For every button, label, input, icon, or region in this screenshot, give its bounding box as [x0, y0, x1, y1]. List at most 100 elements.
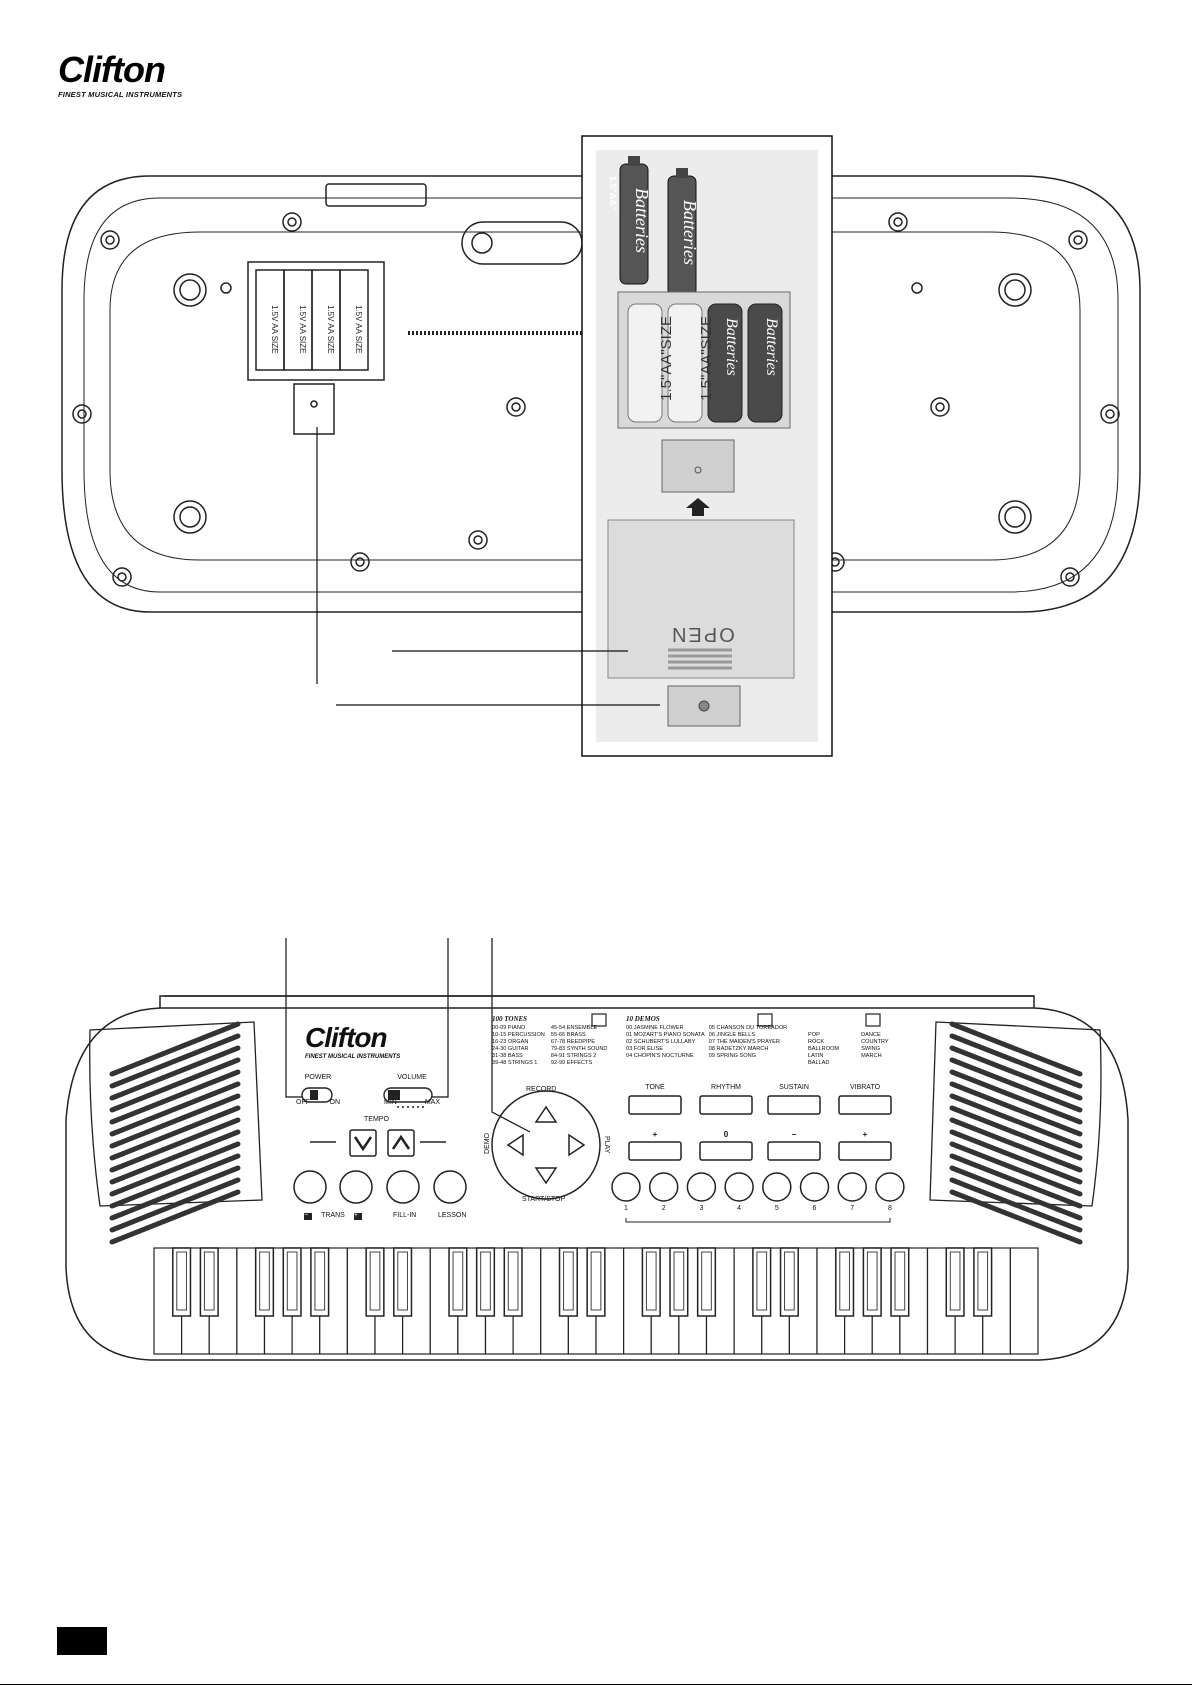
- black-key[interactable]: [365, 1247, 385, 1317]
- black-key[interactable]: [835, 1247, 855, 1317]
- black-key-highlight: [480, 1251, 491, 1311]
- brand-logo-wordmark: Clifton: [58, 49, 166, 90]
- compartment-label: 1.5"AA"SIZE: [658, 316, 675, 401]
- demo-button[interactable]: [506, 1133, 526, 1157]
- numeric-button-4[interactable]: [725, 1173, 753, 1201]
- list-entry: 05 CHANSON DU TOREADOR: [708, 1025, 788, 1031]
- function-button-vibrato[interactable]: [839, 1096, 891, 1114]
- black-key[interactable]: [310, 1247, 330, 1317]
- numeric-button-label: 3: [699, 1205, 704, 1212]
- white-key[interactable]: [1009, 1247, 1039, 1355]
- black-key[interactable]: [172, 1247, 192, 1317]
- black-key[interactable]: [779, 1247, 799, 1317]
- function-button-shape: [767, 1141, 821, 1161]
- function-sign-button[interactable]: [700, 1142, 752, 1160]
- lesson-label: LESSON: [438, 1212, 467, 1219]
- slot-label: 1.5V AA SIZE: [298, 305, 307, 353]
- numeric-button-7[interactable]: [838, 1173, 866, 1201]
- list-entry: ROCK: [808, 1039, 825, 1045]
- keyboard-panel-figure: [65, 938, 1129, 1361]
- black-key[interactable]: [586, 1247, 606, 1317]
- function-button-sustain[interactable]: [768, 1096, 820, 1114]
- list-entry: 09 SPRING SONG: [708, 1053, 757, 1059]
- function-sign-label: +: [862, 1130, 868, 1139]
- black-key-highlight: [452, 1251, 464, 1311]
- numeric-button-shape: [686, 1172, 717, 1202]
- tempo-up-button[interactable]: [388, 1130, 414, 1156]
- play-button[interactable]: [566, 1133, 586, 1157]
- black-key[interactable]: [752, 1247, 772, 1317]
- power-switch[interactable]: POWER OFF ON: [296, 1074, 340, 1106]
- function-button-shape: [838, 1141, 892, 1161]
- list-entry: BALLROOM: [808, 1046, 840, 1052]
- speaker-slat: [949, 1093, 1083, 1149]
- black-key[interactable]: [475, 1247, 496, 1317]
- black-key[interactable]: [696, 1247, 717, 1317]
- speaker-slat: [109, 1153, 241, 1209]
- black-key-highlight: [286, 1251, 298, 1311]
- speaker-slat: [949, 1141, 1083, 1197]
- trans-plus-button[interactable]: [340, 1171, 372, 1203]
- function-sign-button[interactable]: [839, 1142, 891, 1160]
- list-entry: 04 CHOPIN'S NOCTURNE: [626, 1053, 694, 1059]
- numeric-button-6[interactable]: [801, 1173, 829, 1201]
- numeric-button-shape: [799, 1172, 830, 1202]
- black-key[interactable]: [254, 1247, 275, 1317]
- black-key[interactable]: [973, 1247, 993, 1317]
- numeric-button-label: 7: [850, 1205, 855, 1212]
- black-key[interactable]: [558, 1247, 578, 1317]
- numeric-button-1[interactable]: [612, 1173, 640, 1201]
- record-button[interactable]: [534, 1105, 558, 1125]
- trans-minus-sign: −: [304, 1212, 309, 1219]
- black-key[interactable]: [282, 1247, 302, 1317]
- start-stop-button[interactable]: [534, 1166, 558, 1186]
- function-button-rhythm[interactable]: [700, 1096, 752, 1114]
- volume-max-label: MAX: [424, 1099, 440, 1106]
- black-key-highlight: [590, 1251, 602, 1311]
- list-entry: 08 RADETZKY MARCH: [708, 1046, 769, 1052]
- numeric-button-5[interactable]: [763, 1173, 791, 1201]
- list-entry: 31-38 BASS: [492, 1053, 523, 1059]
- dpad-record-label: RECORD: [526, 1086, 557, 1093]
- numeric-button-shape: [875, 1172, 905, 1202]
- fill-in-button[interactable]: [387, 1171, 419, 1203]
- list-entry: 06 JINGLE BELLS: [708, 1032, 756, 1038]
- black-key[interactable]: [669, 1247, 689, 1317]
- function-sign-label: +: [652, 1130, 658, 1139]
- black-key[interactable]: [503, 1247, 523, 1317]
- speaker-slat: [109, 1105, 241, 1161]
- black-key[interactable]: [393, 1247, 413, 1317]
- speaker-slat: [109, 1069, 241, 1125]
- volume-label: VOLUME: [397, 1074, 427, 1081]
- speaker-slat: [949, 1081, 1083, 1137]
- tempo-down-button[interactable]: [350, 1130, 376, 1156]
- black-key-highlight: [369, 1251, 381, 1311]
- trans-minus-button[interactable]: [294, 1171, 326, 1203]
- black-key[interactable]: [641, 1247, 661, 1317]
- function-button-label: SUSTAIN: [779, 1084, 809, 1091]
- black-key[interactable]: [890, 1247, 910, 1317]
- black-key[interactable]: [945, 1247, 965, 1317]
- numeric-button-2[interactable]: [650, 1173, 678, 1201]
- black-key[interactable]: [448, 1247, 468, 1317]
- function-button-tone[interactable]: [629, 1096, 681, 1114]
- volume-slider[interactable]: VOLUME MIN MAX: [384, 1074, 440, 1106]
- list-entry: 67-78 REEDPIPE: [550, 1039, 596, 1045]
- function-sign-button[interactable]: [629, 1142, 681, 1160]
- function-sign-button[interactable]: [768, 1142, 820, 1160]
- black-key[interactable]: [862, 1247, 882, 1317]
- numeric-button-8[interactable]: [876, 1173, 904, 1201]
- list-entry: 92-99 EFFECTS: [550, 1060, 593, 1066]
- numeric-button-label: 5: [774, 1205, 779, 1212]
- battery-brand-label: Batteries: [763, 318, 780, 376]
- black-key[interactable]: [199, 1247, 219, 1317]
- black-key-highlight: [839, 1251, 850, 1311]
- list-entry: 84-91 STRINGS 2: [550, 1053, 597, 1059]
- lesson-button[interactable]: [434, 1171, 466, 1203]
- speaker-slat: [949, 1153, 1083, 1209]
